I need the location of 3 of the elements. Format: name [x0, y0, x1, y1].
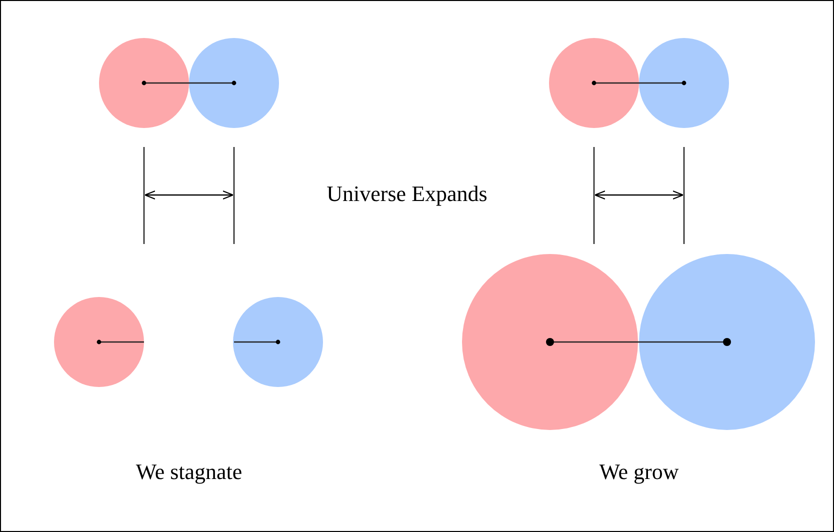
caption-text: We stagnate — [136, 459, 242, 485]
heading-text: Universe Expands — [326, 181, 488, 207]
caption-text: We grow — [599, 459, 679, 485]
